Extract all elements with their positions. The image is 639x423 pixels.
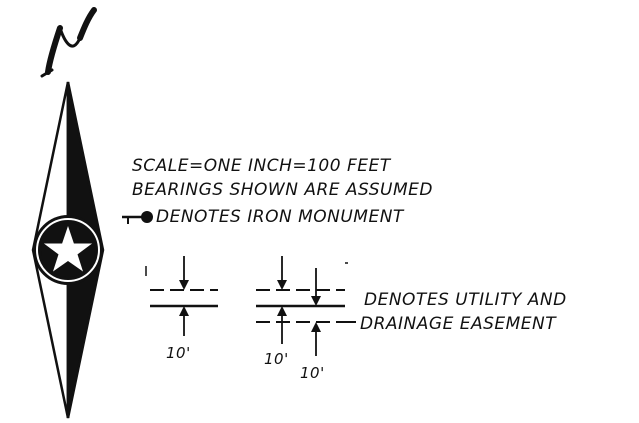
dimension-label-right: 10': [300, 364, 325, 382]
iron-monument-icon: [122, 211, 153, 224]
easement-dimension-right: [256, 256, 356, 356]
easement-note-line2: DRAINAGE EASEMENT: [360, 314, 557, 334]
dimension-label-left: 10': [166, 344, 191, 362]
easement-dimension-left: [150, 256, 218, 336]
dimension-label-middle: 10': [264, 350, 289, 368]
scale-note: SCALE=ONE INCH=100 FEET: [132, 156, 391, 176]
star-icon: [43, 226, 93, 272]
easement-note-line1: DENOTES UTILITY AND: [364, 290, 567, 310]
monument-note: DENOTES IRON MONUMENT: [156, 207, 404, 227]
north-arrow-icon: [31, 81, 105, 419]
bearings-note: BEARINGS SHOWN ARE ASSUMED: [132, 180, 433, 200]
north-letter-glyph: [40, 7, 97, 78]
